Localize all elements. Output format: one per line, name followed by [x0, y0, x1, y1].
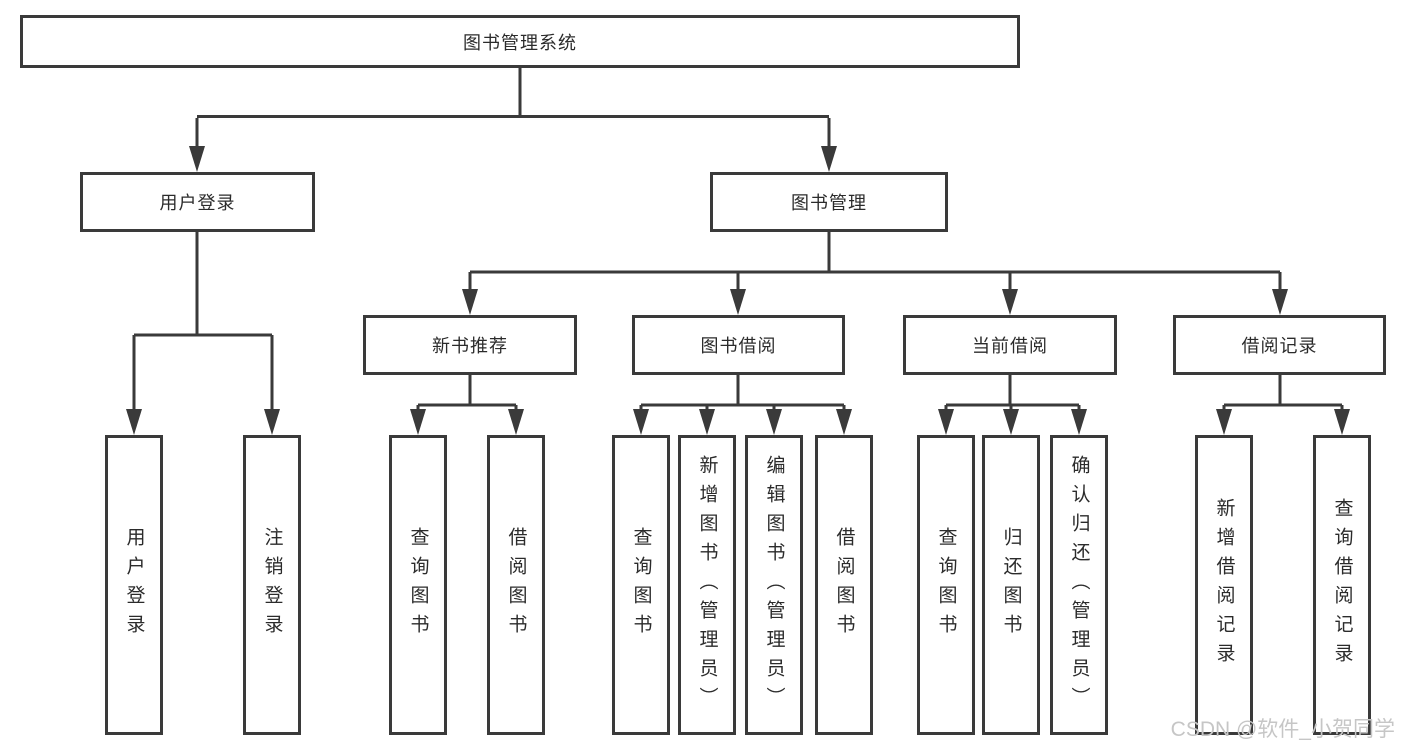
node-label: 确认归还（管理员） — [1068, 454, 1090, 716]
arrowheads — [126, 146, 1350, 435]
node-level3-current-borrow: 当前借阅 — [903, 315, 1117, 375]
node-label: 编辑图书（管理员） — [763, 454, 785, 716]
node-label: 用户登录 — [159, 193, 236, 213]
node-label: 查询借阅记录 — [1331, 498, 1353, 672]
leaf-query-books-current: 查询图书 — [917, 435, 975, 735]
node-label: 当前借阅 — [972, 336, 1048, 356]
node-label: 借阅图书 — [833, 527, 855, 643]
node-label: 注销登录 — [261, 527, 283, 643]
leaf-return-books: 归还图书 — [982, 435, 1040, 735]
leaf-logout: 注销登录 — [243, 435, 301, 735]
leaf-user-login: 用户登录 — [105, 435, 163, 735]
node-level2-user-login: 用户登录 — [80, 172, 315, 232]
leaf-add-borrow-record: 新增借阅记录 — [1195, 435, 1253, 735]
node-label: 新书推荐 — [432, 336, 508, 356]
node-root: 图书管理系统 — [20, 15, 1020, 68]
node-label: 新增借阅记录 — [1213, 498, 1235, 672]
node-label: 查询图书 — [935, 527, 957, 643]
leaf-add-book-admin: 新增图书（管理员） — [678, 435, 736, 735]
node-label: 借阅图书 — [505, 527, 527, 643]
node-label: 图书借阅 — [700, 336, 777, 356]
node-label: 查询图书 — [407, 527, 429, 643]
leaf-borrow-books-recommend: 借阅图书 — [487, 435, 545, 735]
watermark: CSDN @软件_小贺同学 — [1170, 718, 1395, 741]
node-level3-new-book-recommend: 新书推荐 — [363, 315, 577, 375]
node-label: 借阅记录 — [1241, 336, 1318, 356]
leaf-borrow-books-2: 借阅图书 — [815, 435, 873, 735]
leaf-confirm-return-admin: 确认归还（管理员） — [1050, 435, 1108, 735]
node-label: 图书管理 — [791, 193, 867, 213]
leaf-query-borrow-record: 查询借阅记录 — [1313, 435, 1371, 735]
node-label: 归还图书 — [1000, 527, 1022, 643]
node-label: 查询图书 — [630, 527, 652, 643]
leaf-edit-book-admin: 编辑图书（管理员） — [745, 435, 803, 735]
node-level2-book-management: 图书管理 — [710, 172, 948, 232]
node-label: 图书管理系统 — [463, 32, 577, 53]
node-level3-borrow-records: 借阅记录 — [1173, 315, 1386, 375]
leaf-query-books-borrow: 查询图书 — [612, 435, 670, 735]
node-label: 新增图书（管理员） — [696, 454, 718, 716]
node-label: 用户登录 — [123, 527, 145, 643]
node-level3-book-borrow: 图书借阅 — [632, 315, 845, 375]
leaf-query-books-recommend: 查询图书 — [389, 435, 447, 735]
